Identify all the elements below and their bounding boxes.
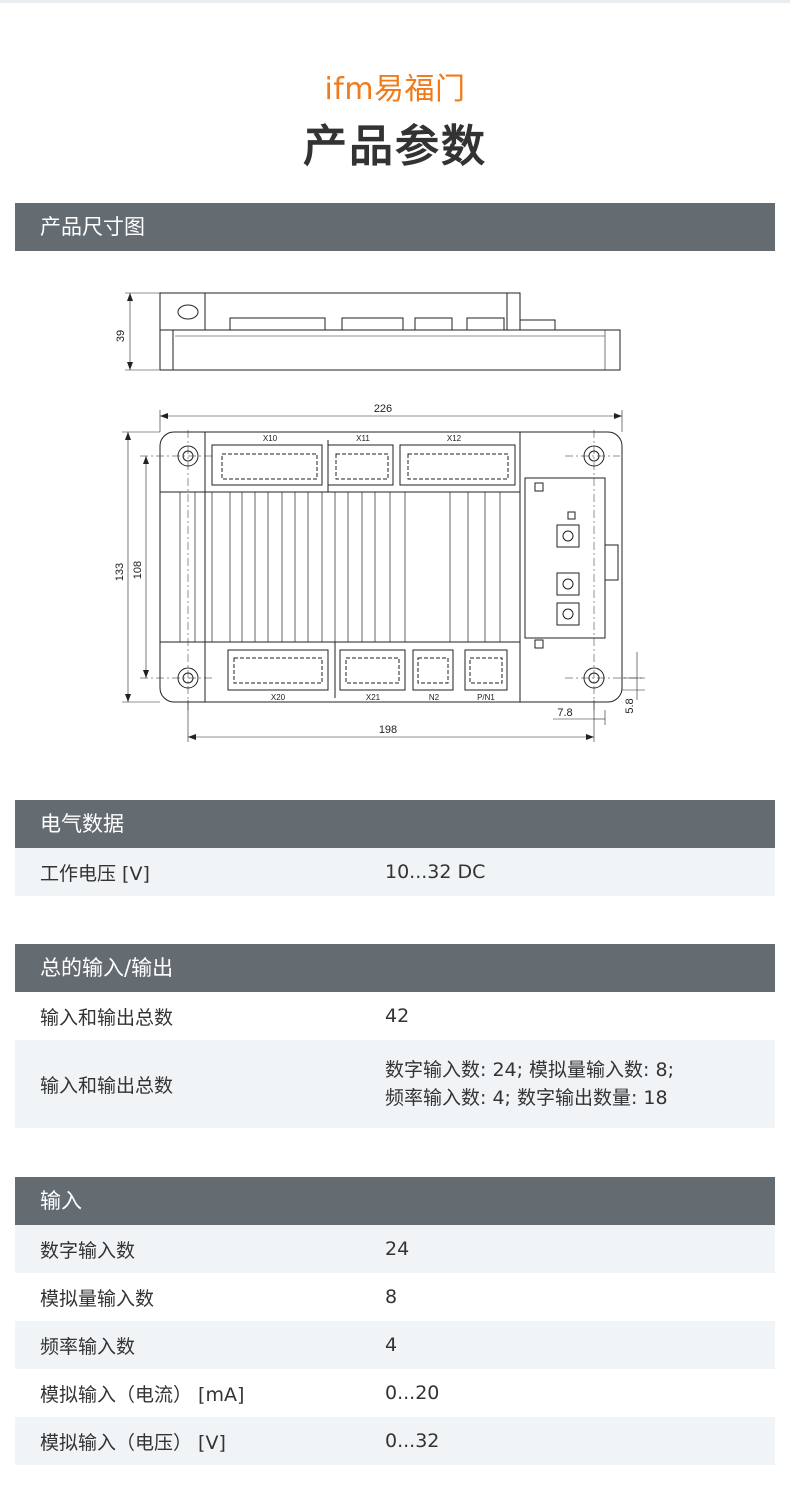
- row-value: 0...20: [385, 1382, 440, 1404]
- connector-label-x11: X11: [356, 434, 370, 443]
- row-value: 4: [385, 1334, 398, 1356]
- brand-name: ifm易福门: [324, 72, 466, 107]
- top-divider: [0, 0, 790, 3]
- row-label: 输入和输出总数: [40, 1006, 174, 1029]
- row-label: 频率输入数: [40, 1335, 136, 1358]
- row-label: 模拟输入（电压） [V]: [40, 1431, 226, 1454]
- row-value: 10...32 DC: [385, 861, 486, 883]
- table-row: 模拟量输入数 8: [15, 1273, 775, 1321]
- row-value-line: 数字输入数: 24; 模拟量输入数: 8;: [385, 1059, 674, 1081]
- row-label: 模拟输入（电流） [mA]: [40, 1383, 245, 1406]
- row-label: 输入和输出总数: [40, 1074, 174, 1097]
- dim-39-label: 39: [115, 330, 127, 342]
- connector-label-x10: X10: [263, 434, 278, 443]
- section-header-io-total: 总的输入/输出: [15, 944, 775, 992]
- row-value: 0...32: [385, 1430, 440, 1452]
- table-row: 模拟输入（电流） [mA] 0...20: [15, 1369, 775, 1417]
- section-header-electrical: 电气数据: [15, 800, 775, 848]
- dim-133-label: 133: [114, 563, 126, 581]
- row-value: 42: [385, 1005, 410, 1027]
- row-value-line: 频率输入数: 4; 数字输出数量: 18: [385, 1087, 668, 1109]
- dim-108-label: 108: [132, 561, 144, 579]
- page-title: 产品参数: [303, 121, 487, 172]
- row-label: 模拟量输入数: [40, 1287, 155, 1310]
- connector-label-n2: N2: [429, 693, 440, 702]
- dim-226-label: 226: [374, 403, 392, 415]
- row-value: 24: [385, 1238, 410, 1260]
- connector-label-pn1: P/N1: [477, 693, 495, 702]
- table-row: 数字输入数 24: [15, 1225, 775, 1273]
- row-label: 工作电压 [V]: [40, 862, 150, 885]
- dim-7-8-label: 7.8: [557, 707, 572, 719]
- table-row: 模拟输入（电压） [V] 0...32: [15, 1417, 775, 1465]
- table-row: 输入和输出总数 数字输入数: 24; 模拟量输入数: 8; 频率输入数: 4; …: [15, 1040, 775, 1128]
- section-header-inputs: 输入: [15, 1177, 775, 1225]
- dim-198-label: 198: [379, 724, 397, 736]
- connector-label-x12: X12: [447, 434, 462, 443]
- row-value: 8: [385, 1286, 398, 1308]
- dimension-drawing: 39 226 133 108 198 7.8 5.8 X10 X11 X12 X…: [114, 292, 645, 742]
- connector-label-x21: X21: [366, 693, 381, 702]
- row-label: 数字输入数: [40, 1239, 136, 1262]
- table-row: 输入和输出总数 42: [15, 992, 775, 1040]
- connector-label-x20: X20: [271, 693, 286, 702]
- dim-5-8-label: 5.8: [624, 698, 636, 713]
- table-row: 工作电压 [V] 10...32 DC: [15, 848, 775, 896]
- table-row: 频率输入数 4: [15, 1321, 775, 1369]
- row-value: 数字输入数: 24; 模拟量输入数: 8; 频率输入数: 4; 数字输出数量: …: [385, 1056, 775, 1112]
- section-header-dimensions: 产品尺寸图: [15, 203, 775, 251]
